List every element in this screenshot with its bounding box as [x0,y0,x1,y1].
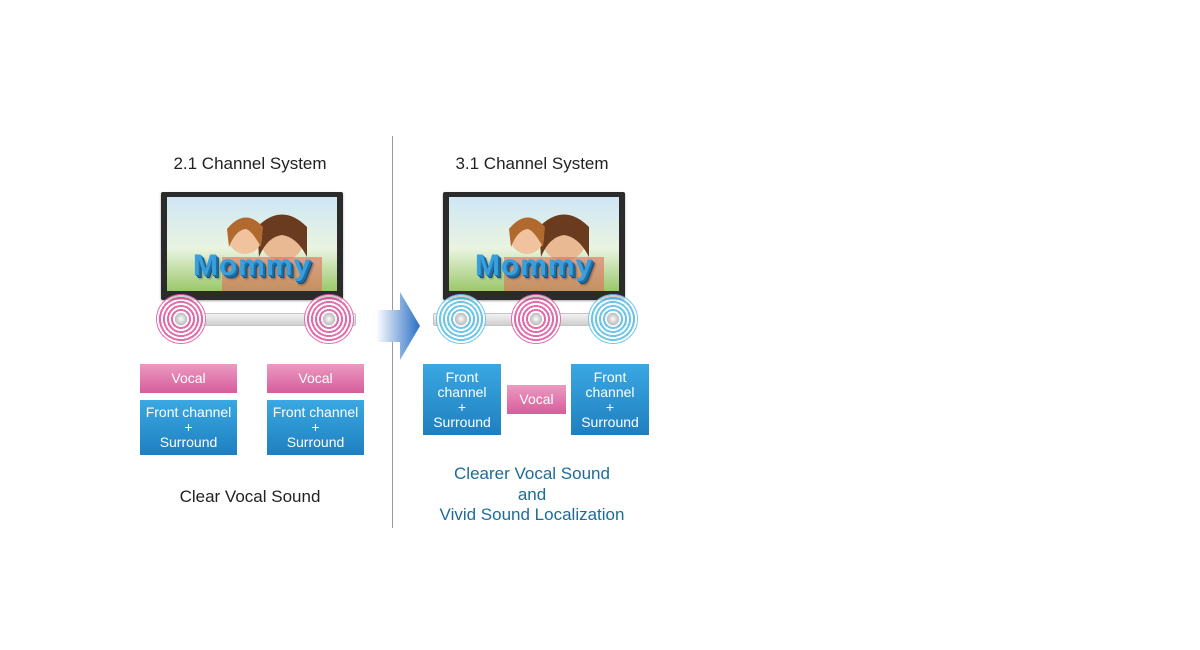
left-caption: Clear Vocal Sound [179,487,321,506]
right-title: 3.1 Channel System [455,154,609,173]
left-tv-screen: Mommy [167,197,337,291]
left-title: 2.1 Channel System [173,154,327,173]
left-screen-text: Mommy [192,249,312,282]
right-screen-text: Mommy [474,249,594,282]
left-vocal-label-2: Vocal [267,364,364,393]
right-speaker-center-icon [511,294,561,344]
right-speaker-left-icon [436,294,486,344]
right-front-label-1: Front channel + Surround [423,364,501,435]
left-front-label-2: Front channel + Surround [267,400,364,455]
arrow-right-icon [376,292,420,360]
right-tv-screen: Mommy [449,197,619,291]
left-speaker-1-icon [156,294,206,344]
right-front-label-2: Front channel + Surround [571,364,649,435]
right-caption-line-2: and [517,484,547,504]
left-front-label-1: Front channel + Surround [140,400,237,455]
left-speaker-2-icon [304,294,354,344]
right-caption-line-3: Vivid Sound Localization [439,505,625,524]
right-tv: Mommy [443,192,625,300]
right-caption-line-1: Clearer Vocal Sound [454,464,610,483]
left-tv: Mommy [161,192,343,300]
right-tv-photo [504,214,604,291]
right-vocal-label: Vocal [507,385,566,414]
right-speaker-right-icon [588,294,638,344]
right-caption: Clearer Vocal Sound and Vivid Sound Loca… [402,464,662,526]
left-vocal-label-1: Vocal [140,364,237,393]
left-tv-photo [222,214,322,291]
